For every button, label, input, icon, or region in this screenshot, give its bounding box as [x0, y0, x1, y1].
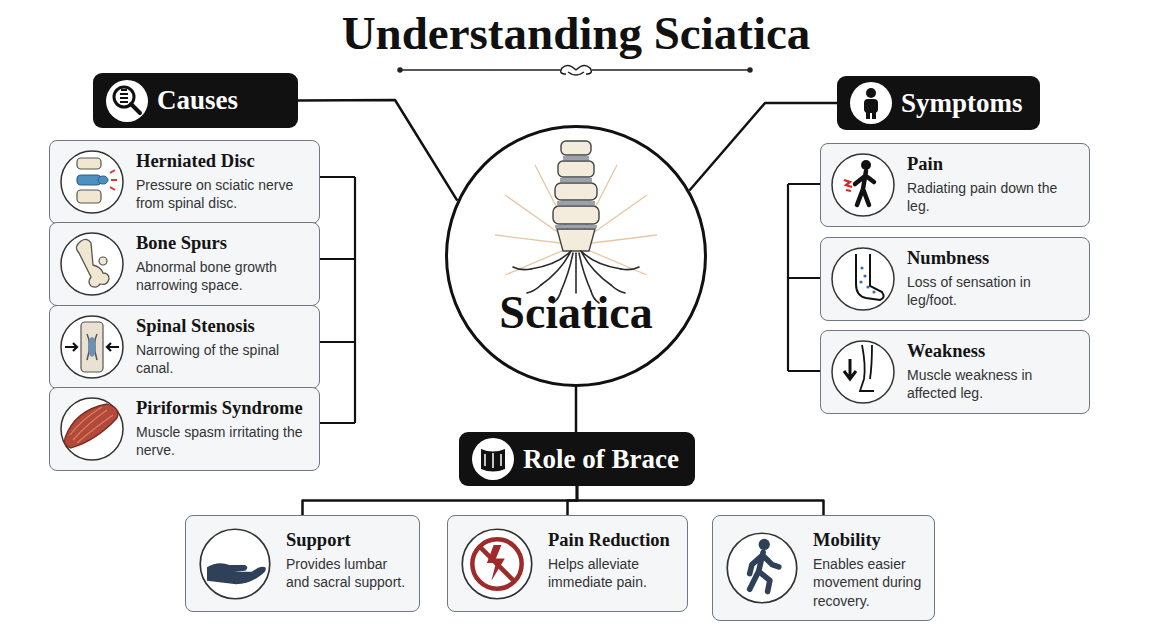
node-body: Enables easier movement during recovery.	[813, 555, 926, 610]
node-heading: Spinal Stenosis	[136, 316, 311, 337]
section-header: Role of Brace	[459, 432, 695, 486]
node-heading: Pain	[907, 154, 1081, 175]
icon	[198, 527, 272, 601]
node-heading: Weakness	[907, 341, 1081, 362]
icon	[830, 246, 896, 312]
symptom-card: PainRadiating pain down the leg.	[820, 143, 1090, 227]
brace-card: Pain ReductionHelps alleviate immediate …	[447, 515, 688, 612]
node-heading: Symptoms	[901, 88, 1023, 119]
cause-card: Piriformis SyndromeMuscle spasm irritati…	[49, 387, 320, 471]
node-body: Muscle weakness in affected leg.	[907, 366, 1081, 402]
title-flourish	[398, 65, 752, 75]
cause-card: Herniated DiscPressure on sciatic nerve …	[49, 140, 320, 224]
brace-card: MobilityEnables easier movement during r…	[712, 515, 935, 621]
symptom-card: NumbnessLoss of sensation in leg/foot.	[820, 237, 1090, 321]
cause-card: Spinal StenosisNarrowing of the spinal c…	[49, 305, 320, 389]
cause-card: Bone SpursAbnormal bone growth narrowing…	[49, 222, 320, 306]
causes-bracket	[320, 177, 355, 423]
icon	[59, 149, 125, 215]
connector	[577, 486, 824, 515]
node-heading: Support	[286, 530, 411, 551]
section-header: Symptoms	[837, 76, 1040, 130]
icon	[849, 81, 893, 125]
icon	[59, 396, 125, 462]
node-body: Pressure on sciatic nerve from spinal di…	[136, 176, 311, 212]
connector	[303, 486, 578, 515]
node-heading: Sciatica	[448, 286, 704, 339]
node-heading: Pain Reduction	[548, 530, 679, 551]
icon	[460, 527, 534, 601]
node-body: Abnormal bone growth narrowing space.	[136, 258, 311, 294]
connector	[689, 103, 837, 191]
connector	[575, 387, 578, 432]
node-body: Helps alleviate immediate pain.	[548, 555, 679, 591]
symptom-card: WeaknessMuscle weakness in affected leg.	[820, 330, 1090, 414]
icon	[830, 152, 896, 218]
connector	[298, 100, 457, 201]
node-body: Provides lumbar and sacral support.	[286, 555, 411, 591]
node-heading: Mobility	[813, 530, 926, 551]
node-heading: Numbness	[907, 248, 1081, 269]
node-heading: Role of Brace	[523, 444, 679, 475]
icon	[59, 231, 125, 297]
diagram-title: Understanding Sciatica	[0, 6, 1152, 60]
node-body: Loss of sensation in leg/foot.	[907, 273, 1081, 309]
node-heading: Causes	[157, 85, 238, 116]
symptoms-bracket	[788, 184, 820, 371]
section-header: Causes	[93, 73, 298, 128]
icon	[59, 314, 125, 380]
connector	[568, 486, 578, 515]
icon	[830, 339, 896, 405]
node-heading: Bone Spurs	[136, 233, 311, 254]
icon	[105, 79, 149, 123]
icon	[445, 125, 707, 387]
node-heading: Piriformis Syndrome	[136, 398, 311, 419]
node-body: Muscle spasm irritating the nerve.	[136, 423, 311, 459]
node-body: Radiating pain down the leg.	[907, 179, 1081, 215]
center-circle: Sciatica	[445, 125, 707, 387]
brace-card: SupportProvides lumbar and sacral suppor…	[185, 515, 420, 612]
node-heading: Herniated Disc	[136, 151, 311, 172]
icon	[725, 531, 799, 605]
icon	[471, 437, 515, 481]
node-body: Narrowing of the spinal canal.	[136, 341, 311, 377]
